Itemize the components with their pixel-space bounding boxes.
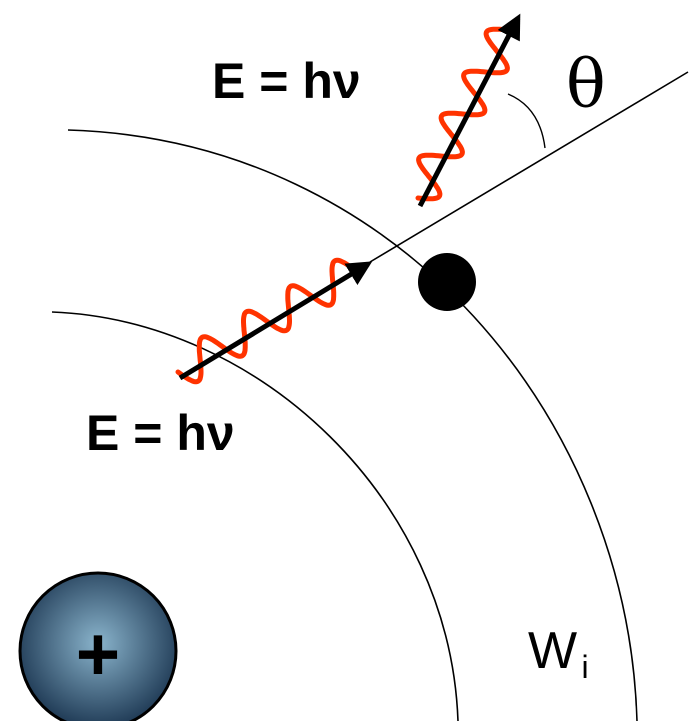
shell-energy-subscript: i	[582, 649, 589, 685]
electron-dot-icon	[418, 253, 476, 311]
scattered-photon-wave	[418, 29, 508, 199]
scattering-angle-label: θ	[566, 46, 606, 123]
incident-direction-line	[370, 72, 688, 262]
nucleus-sphere-icon: +	[20, 573, 176, 721]
incident-photon	[178, 260, 368, 381]
scattered-photon-energy-label: E = hν	[212, 53, 361, 109]
shell-energy-main: W	[528, 622, 577, 680]
incident-photon-arrow	[180, 264, 368, 378]
scattered-photon-arrow	[420, 18, 518, 206]
theta-angle-arc	[508, 94, 545, 148]
nucleus-charge-label: +	[76, 612, 120, 697]
incident-photon-energy-label: E = hν	[86, 405, 235, 461]
shell-energy-label: W i	[528, 622, 589, 685]
scattered-photon	[418, 18, 518, 206]
